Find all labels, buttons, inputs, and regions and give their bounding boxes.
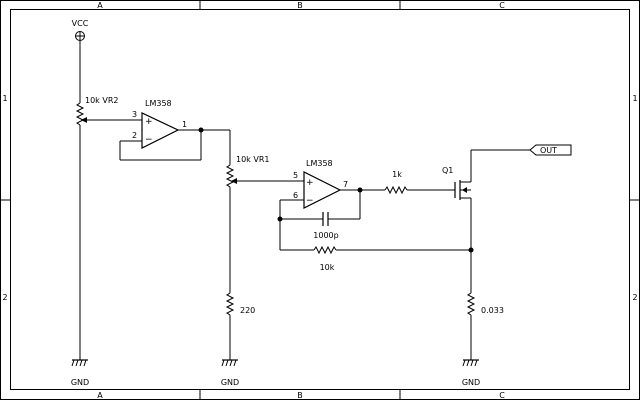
opamp2-label: LM358 (306, 159, 333, 168)
vr1-potentiometer: 10k VR1 (225, 155, 269, 293)
opamp1-pin-inv: 2 (132, 131, 137, 140)
vr2-potentiometer: 10k VR2 (75, 41, 118, 360)
opamp2-pin-noninv: 5 (293, 171, 298, 180)
vcc-label: VCC (72, 19, 89, 28)
zone-col-b-bottom: B (297, 391, 303, 400)
gnd-symbol-middle: GND (221, 359, 239, 387)
capacitor-1000p: 1000p (280, 212, 360, 240)
resistor-sense: 0.033 (466, 292, 504, 360)
opamp1-plus-sign: + (145, 117, 153, 127)
capacitor-1000p-label: 1000p (313, 231, 338, 240)
opamp1-feedback-net (119, 127, 231, 165)
opamp1-minus-sign: − (145, 135, 153, 145)
gnd-symbol-left: GND (71, 359, 89, 387)
zone-row-1-left: 1 (2, 94, 7, 103)
zone-col-a-top: A (97, 1, 103, 10)
resistor-220-label: 220 (240, 306, 255, 315)
q1-mosfet: Q1 (442, 150, 472, 293)
vcc-symbol: VCC (72, 19, 89, 41)
opamp2-symbol: LM358 + − 5 6 7 (293, 159, 348, 209)
zone-row-1-right: 1 (632, 94, 637, 103)
gnd-symbol-right: GND (462, 359, 480, 387)
out-port: OUT (471, 144, 572, 156)
resistor-sense-label: 0.033 (481, 306, 504, 315)
vr2-wiper-net (81, 117, 142, 123)
opamp2-pin-inv: 6 (293, 191, 298, 200)
resistor-10k: 10k (280, 245, 474, 272)
opamp1-symbol: LM358 + − 3 2 1 (132, 99, 187, 149)
opamp1-label: LM358 (145, 99, 172, 108)
opamp1-pin-noninv: 3 (132, 110, 137, 119)
gnd-label-left: GND (71, 378, 89, 387)
resistor-10k-label: 10k (320, 263, 335, 272)
resistor-1k-label: 1k (392, 170, 402, 179)
zone-row-2-right: 2 (632, 293, 637, 302)
opamp2-minus-sign: − (306, 196, 314, 206)
vr1-wiper-net (231, 178, 304, 184)
gnd-label-middle: GND (221, 378, 239, 387)
gnd-label-right: GND (462, 378, 480, 387)
resistor-1k: 1k (380, 170, 455, 195)
opamp1-pin-out: 1 (182, 120, 187, 129)
resistor-220: 220 (225, 292, 255, 360)
vr1-label: 10k VR1 (236, 155, 269, 164)
zone-col-c-bottom: C (499, 391, 505, 400)
vr2-label: 10k VR2 (85, 96, 118, 105)
zone-col-a-bottom: A (97, 391, 103, 400)
opamp2-pin-out: 7 (343, 180, 348, 189)
opamp2-plus-sign: + (306, 178, 314, 188)
zone-col-c-top: C (499, 1, 505, 10)
q1-label: Q1 (442, 166, 453, 175)
zone-col-b-top: B (297, 1, 303, 10)
out-port-label: OUT (540, 146, 557, 155)
zone-row-2-left: 2 (2, 293, 7, 302)
